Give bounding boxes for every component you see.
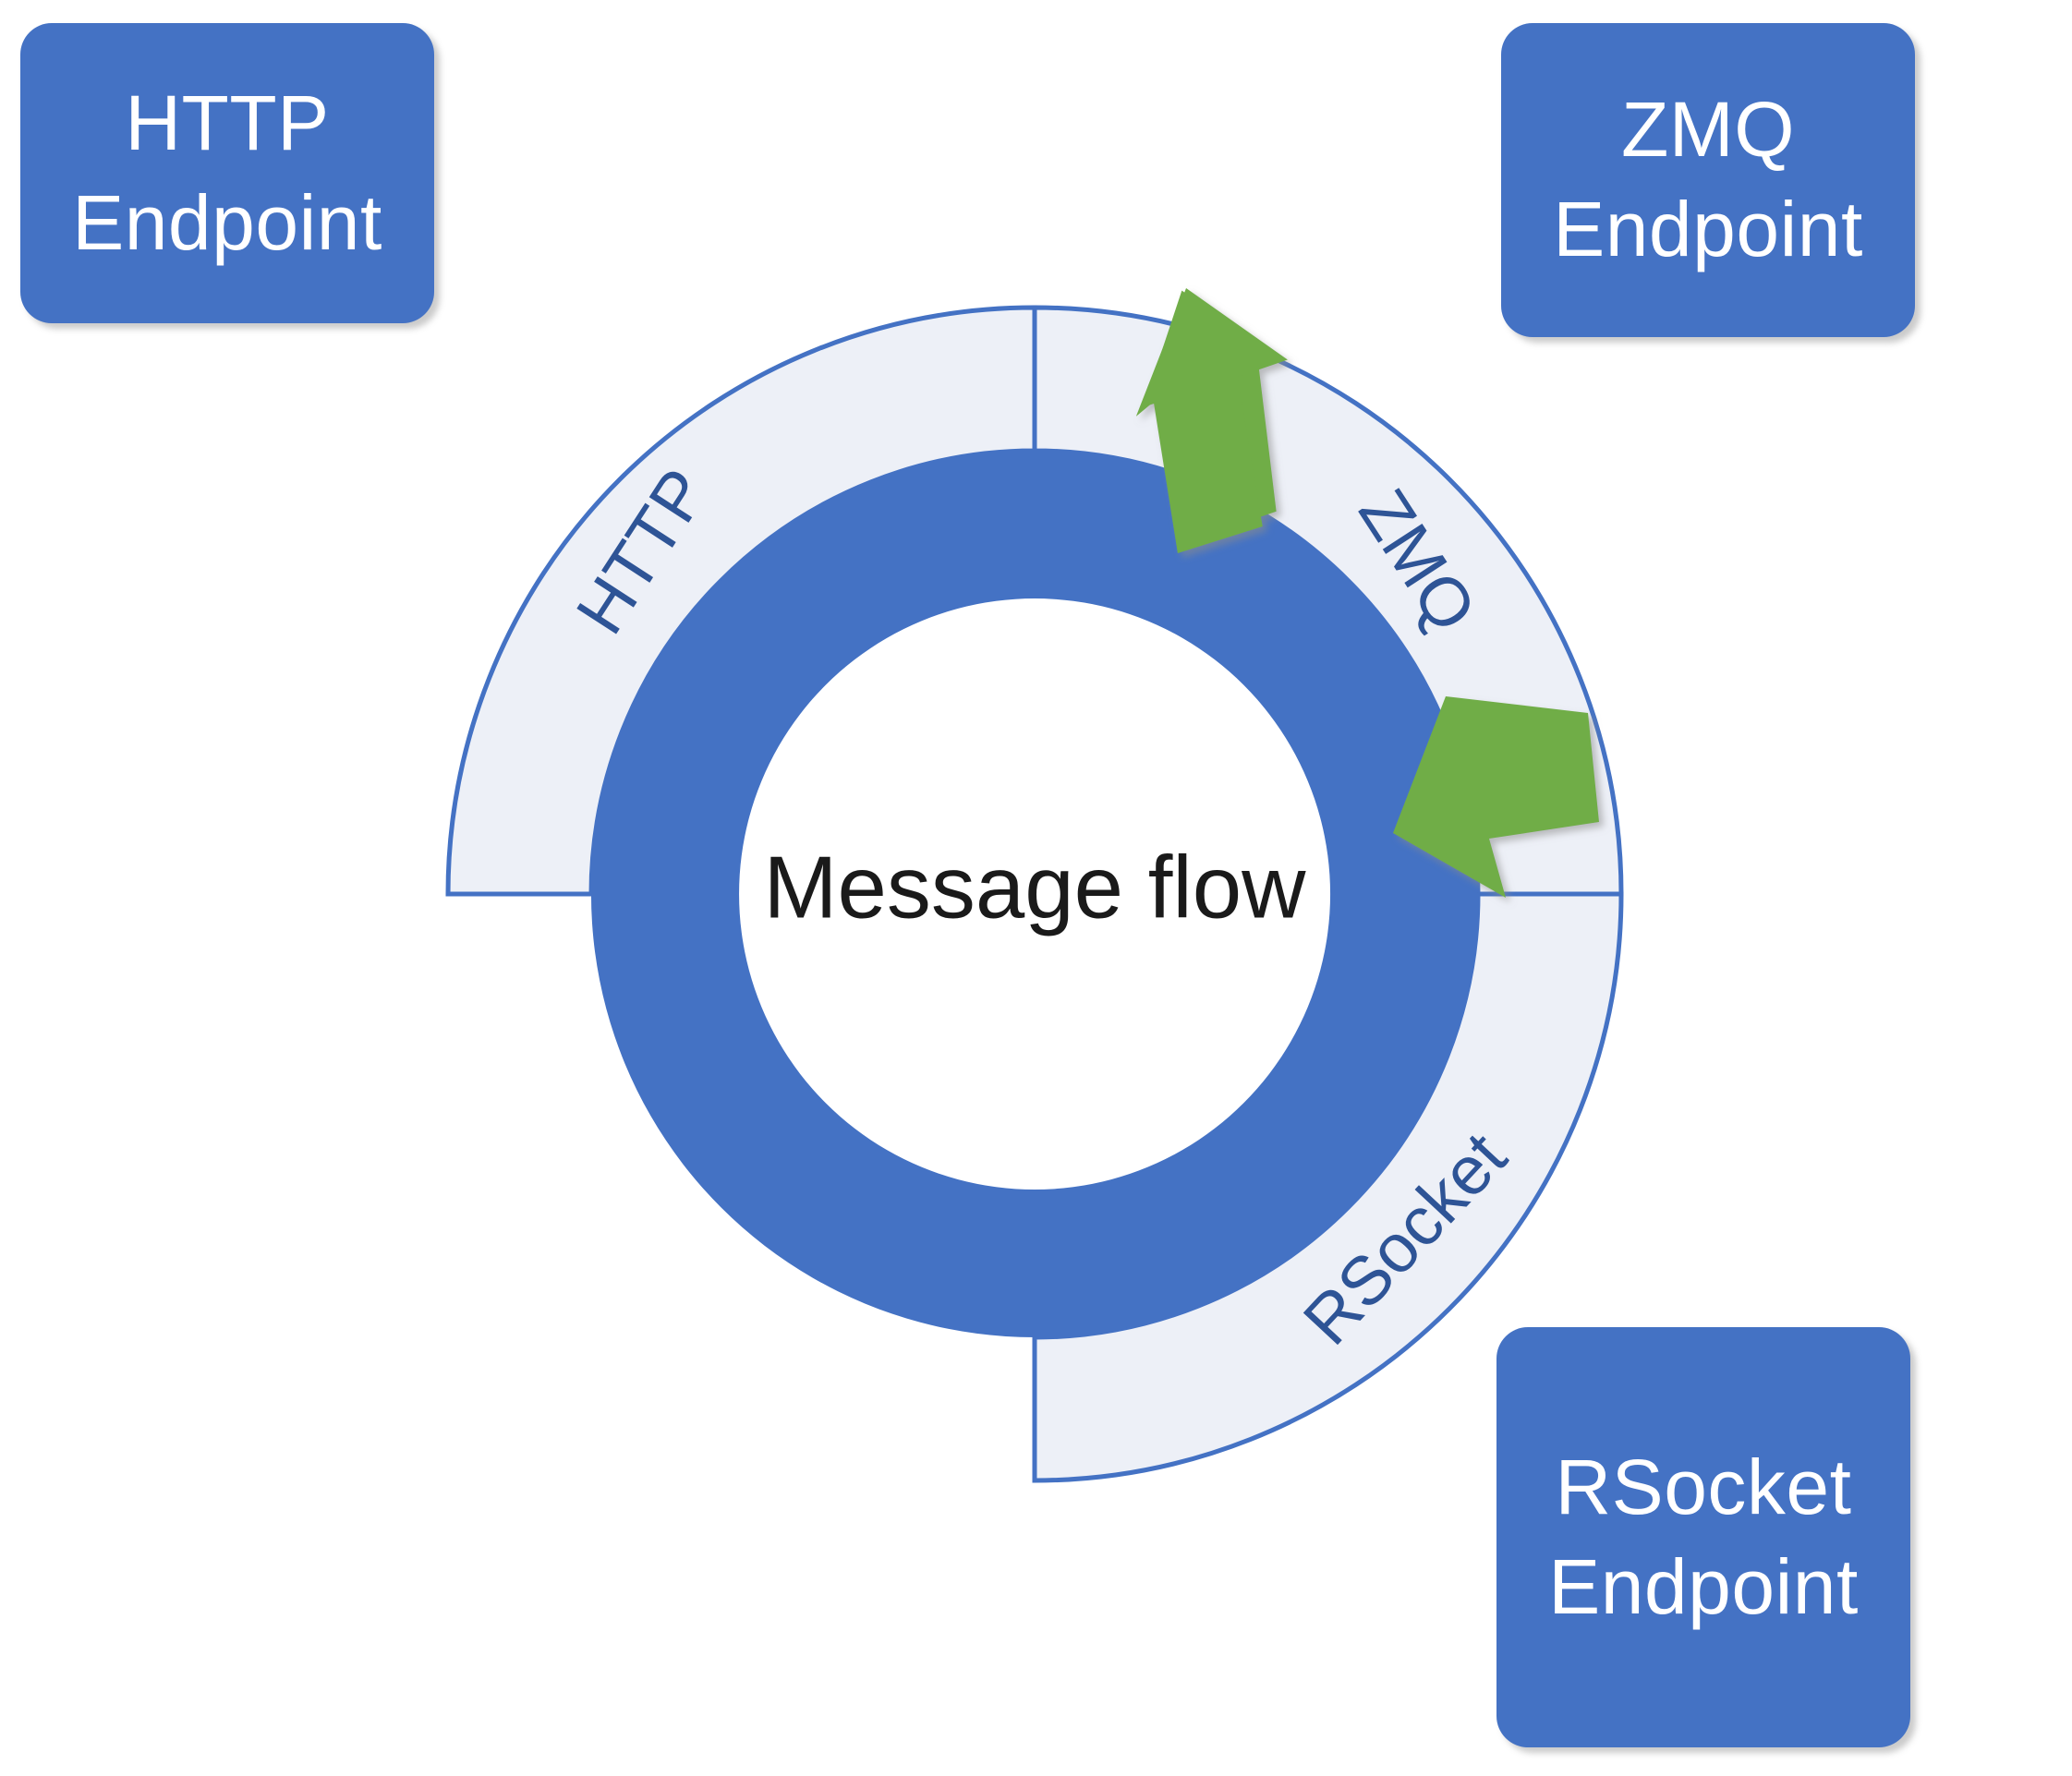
endpoint-box-http[interactable]: HTTP Endpoint [20,23,434,323]
arrow-up-icon [1135,287,1288,554]
message-flow-donut [590,451,1478,1337]
endpoint-box-zmq-line1: ZMQ [1620,86,1796,174]
endpoint-box-rsocket-line2: Endpoint [1548,1542,1859,1630]
ring-segment-rsocket[interactable] [1032,891,1624,1483]
center-label: Message flow [764,838,1307,936]
endpoint-box-zmq[interactable]: ZMQ Endpoint [1501,23,1915,337]
arrow-down-left-icon [1393,696,1599,898]
endpoint-box-zmq-line2: Endpoint [1553,186,1863,272]
endpoint-box-rsocket-line1: RSocket [1555,1443,1852,1530]
endpoint-box-http-line2: Endpoint [72,178,382,266]
endpoint-box-rsocket[interactable]: RSocket Endpoint [1496,1327,1910,1747]
endpoint-box-http-line1: HTTP [125,79,330,166]
